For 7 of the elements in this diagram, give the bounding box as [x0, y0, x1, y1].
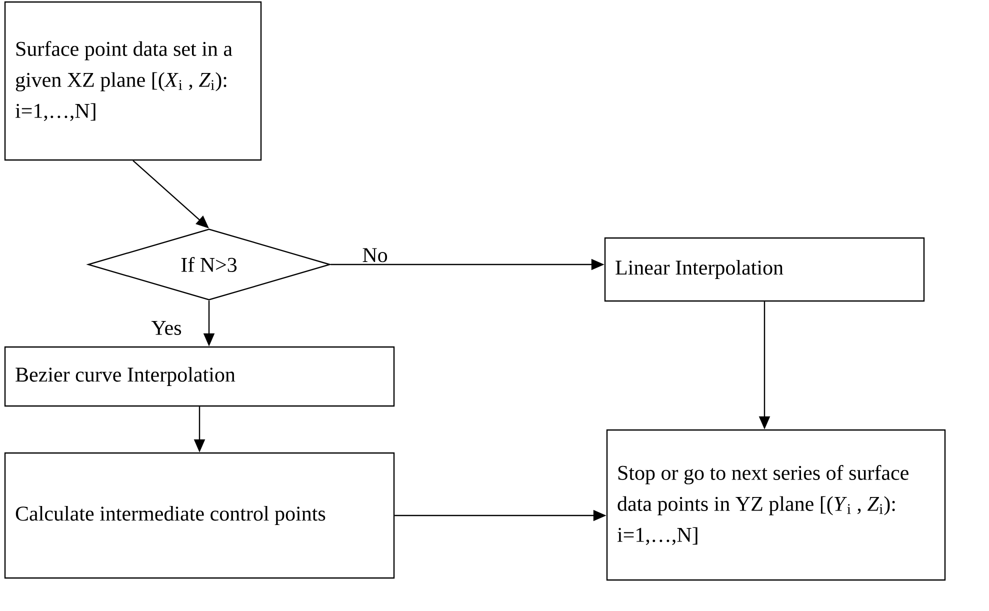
edge-label: Yes: [150, 320, 183, 336]
process-box: Stop or go to next series of surface data points in YZ plane [(Y$_{i}$ , Z$_{i}$): i=1,…,N]: [606, 429, 946, 581]
edge-label: No: [361, 247, 389, 264]
process-box: Surface point data set in a given XZ plane [(X$_{i}$ , Z$_{i}$): i=1,…,N]: [4, 1, 262, 161]
process-box: Bezier curve Interpolation: [4, 346, 395, 407]
process-box: Calculate intermediate control points: [4, 452, 395, 579]
process-box: Linear Interpolation: [604, 237, 925, 302]
